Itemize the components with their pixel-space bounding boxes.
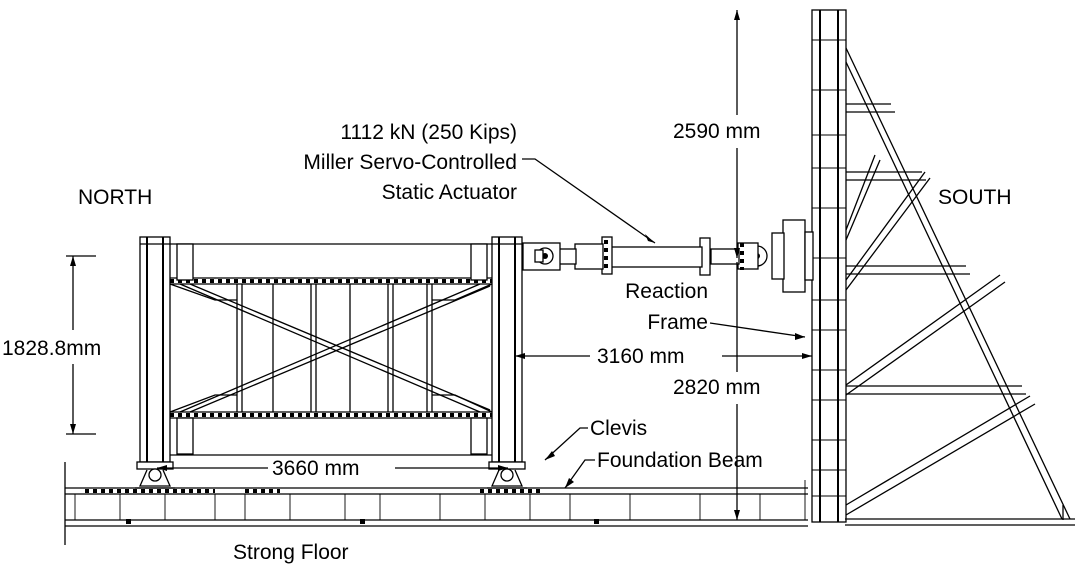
foundation-beam-label: Foundation Beam: [597, 449, 763, 472]
reaction-frame-label-line2: Frame: [647, 311, 708, 334]
actuator-label-line1: 1112 kN (250 Kips): [340, 121, 517, 144]
south-label: SOUTH: [938, 186, 1012, 209]
clevis-label: Clevis: [590, 417, 647, 440]
actuator-label-line2: Miller Servo-Controlled: [303, 151, 517, 174]
frame-height-dimension: 1828.8mm: [2, 337, 101, 360]
reaction-frame-label-line1: Reaction: [625, 280, 708, 303]
actuator: [522, 219, 814, 293]
lower-wall-dimension: 2820 mm: [673, 376, 761, 399]
strong-floor: [64, 462, 1075, 545]
strong-floor-label: Strong Floor: [233, 541, 349, 564]
north-label: NORTH: [78, 186, 152, 209]
clevis-span-dimension: 3660 mm: [272, 457, 360, 480]
leader-lines: [522, 158, 806, 489]
dimension-lines: [66, 10, 812, 520]
reaction-frame: [811, 9, 1071, 523]
actuator-label-line3: Static Actuator: [382, 181, 517, 204]
frame-to-wall-dimension: 3160 mm: [597, 345, 685, 368]
specimen-frame: [139, 236, 523, 463]
upper-wall-dimension: 2590 mm: [673, 120, 761, 143]
clevis-supports: [135, 461, 527, 489]
